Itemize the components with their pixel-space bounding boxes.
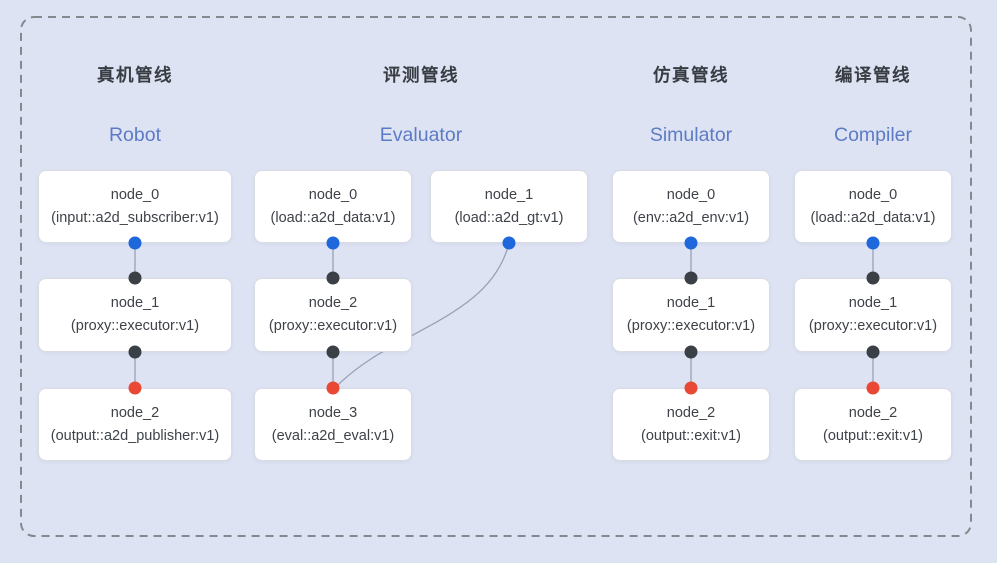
- node-name-label: node_0: [110, 186, 160, 203]
- pipeline-title-zh: 仿真管线: [653, 65, 729, 85]
- output-port-dot: [866, 381, 880, 395]
- pipeline-edge: [334, 242, 510, 389]
- node-impl-label: (proxy::executor:v1): [626, 318, 756, 334]
- node-name-label: node_1: [484, 186, 534, 203]
- pipeline-node-robot-node_0: node_0(input::a2d_subscriber:v1): [38, 170, 232, 243]
- node-impl-label: (proxy::executor:v1): [268, 318, 398, 334]
- inner-port-dot: [866, 271, 880, 285]
- node-impl-label: (env::a2d_env:v1): [632, 209, 750, 226]
- inner-port-dot: [326, 345, 340, 359]
- input-port-dot: [866, 236, 880, 250]
- pipeline-node-robot-node_1: node_1(proxy::executor:v1): [38, 278, 232, 352]
- input-port-dot: [684, 236, 698, 250]
- inner-port-dot: [866, 345, 880, 359]
- pipeline-node-evaluator-node_3: node_3(eval::a2d_eval:v1): [254, 388, 412, 461]
- input-port-dot: [128, 236, 142, 250]
- node-name-label: node_1: [110, 295, 160, 311]
- inner-port-dot: [128, 271, 142, 285]
- pipeline-node-compiler-node_0: node_0(load::a2d_data:v1): [794, 170, 952, 243]
- pipeline-title-en: Compiler: [833, 124, 913, 146]
- pipeline-node-simulator-node_2: node_2(output::exit:v1): [612, 388, 770, 461]
- pipeline-node-evaluator-node_2: node_2(proxy::executor:v1): [254, 278, 412, 352]
- node-impl-label: (input::a2d_subscriber:v1): [51, 209, 219, 226]
- node-name-label: node_2: [666, 404, 716, 421]
- node-name-label: node_2: [848, 404, 898, 421]
- node-impl-label: (load::a2d_data:v1): [270, 209, 396, 226]
- node-name-label: node_2: [110, 404, 160, 421]
- pipeline-node-simulator-node_0: node_0(env::a2d_env:v1): [612, 170, 770, 243]
- pipeline-node-simulator-node_1: node_1(proxy::executor:v1): [612, 278, 770, 352]
- pipeline-title-zh: 评测管线: [382, 65, 459, 85]
- pipeline-title-en: Simulator: [649, 124, 733, 146]
- output-port-dot: [684, 381, 698, 395]
- input-port-dot: [326, 236, 340, 250]
- node-impl-label: (output::exit:v1): [641, 427, 741, 444]
- pipeline-node-compiler-node_1: node_1(proxy::executor:v1): [794, 278, 952, 352]
- inner-port-dot: [684, 345, 698, 359]
- node-impl-label: (proxy::executor:v1): [808, 318, 938, 334]
- node-name-label: node_1: [848, 295, 898, 311]
- pipeline-header-simulator: 仿真管线 Simulator: [650, 63, 732, 146]
- node-impl-label: (load::a2d_data:v1): [810, 209, 936, 226]
- node-impl-label: (output::a2d_publisher:v1): [50, 427, 220, 444]
- pipeline-title-zh: 真机管线: [97, 65, 173, 85]
- output-port-dot: [128, 381, 142, 395]
- pipeline-title-en: Robot: [108, 124, 162, 146]
- inner-port-dot: [326, 271, 340, 285]
- inner-port-dot: [128, 345, 142, 359]
- pipeline-frame: [20, 16, 972, 537]
- node-name-label: node_3: [308, 404, 358, 421]
- pipeline-title-zh: 编译管线: [835, 65, 911, 85]
- node-name-label: node_1: [666, 295, 716, 311]
- pipeline-node-compiler-node_2: node_2(output::exit:v1): [794, 388, 952, 461]
- pipeline-node-robot-node_2: node_2(output::a2d_publisher:v1): [38, 388, 232, 461]
- node-name-label: node_0: [308, 186, 358, 203]
- node-name-label: node_0: [666, 186, 716, 203]
- pipeline-node-evaluator-node_1: node_1(load::a2d_gt:v1): [430, 170, 588, 243]
- pipeline-title-en: Evaluator: [379, 124, 463, 146]
- output-port-dot: [326, 381, 340, 395]
- node-impl-label: (load::a2d_gt:v1): [454, 209, 564, 226]
- inner-port-dot: [684, 271, 698, 285]
- pipeline-node-evaluator-node_0: node_0(load::a2d_data:v1): [254, 170, 412, 243]
- node-impl-label: (eval::a2d_eval:v1): [271, 427, 395, 444]
- input-port-dot: [502, 236, 516, 250]
- node-name-label: node_0: [848, 186, 898, 203]
- pipeline-header-compiler: 编译管线 Compiler: [834, 63, 912, 146]
- node-impl-label: (proxy::executor:v1): [70, 318, 200, 334]
- pipeline-header-robot: 真机管线 Robot: [97, 63, 173, 146]
- pipeline-header-evaluator: 评测管线 Evaluator: [380, 63, 462, 146]
- node-name-label: node_2: [308, 295, 358, 311]
- node-impl-label: (output::exit:v1): [823, 427, 923, 444]
